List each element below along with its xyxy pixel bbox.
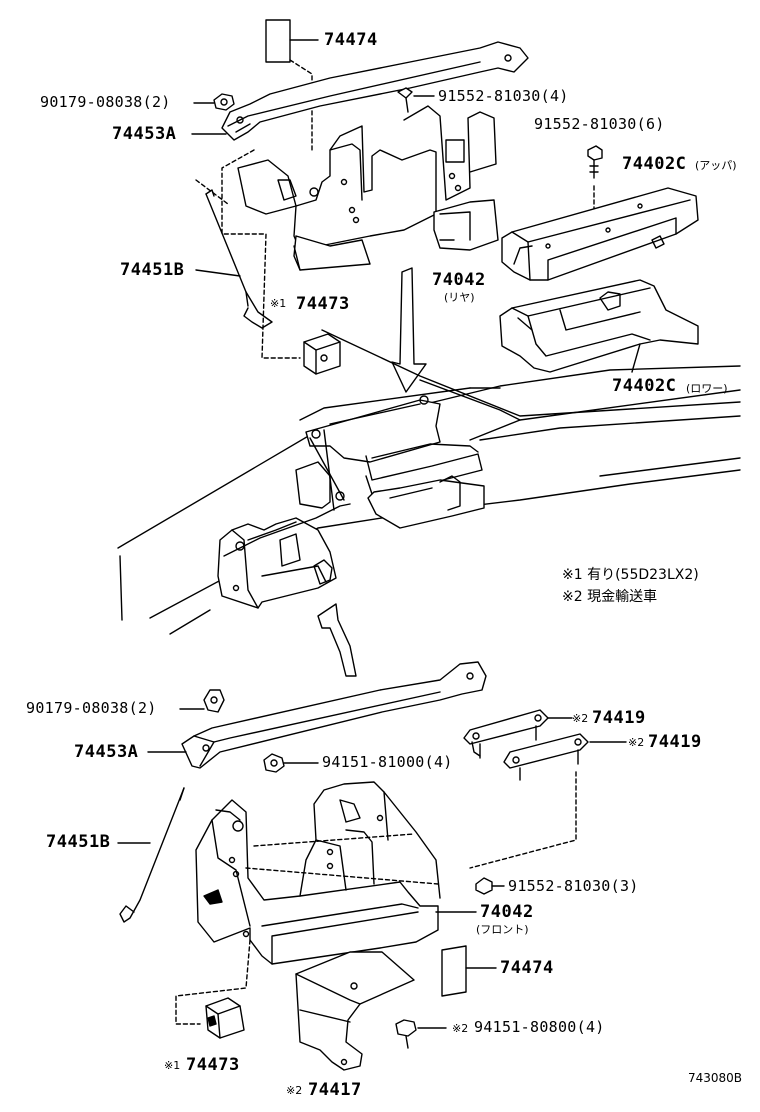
clamp-bar-74453a-bottom — [181, 661, 487, 769]
label-74419-b: 74419 — [648, 732, 702, 752]
label-74402c-upper-sub: (アッパ) — [695, 159, 737, 172]
label-94151-81000: 94151-81000(4) — [322, 753, 453, 771]
nut-90179-top — [213, 93, 235, 111]
plate-74417 — [295, 951, 415, 1071]
cover-74402c-upper — [501, 187, 699, 281]
bracket-74419-a — [463, 709, 573, 759]
nut-90179-bottom — [203, 689, 225, 713]
pad-74474-top — [265, 19, 319, 63]
label-74451b-bottom: 74451B — [46, 832, 111, 852]
label-74402c-lower: 74402C — [612, 376, 677, 396]
label-74453a-top: 74453A — [112, 124, 177, 144]
dashed-guide-tray-bottom-2 — [175, 939, 251, 1025]
arrow-down-top — [391, 267, 427, 393]
label-74453a-bottom: 74453A — [74, 742, 139, 762]
label-74042-front: 74042 — [480, 902, 534, 922]
dashed-guide-tray-top — [221, 149, 301, 359]
nut-94151-81000 — [263, 753, 319, 773]
hold-rod-74451b-top — [195, 189, 273, 329]
note-1: ※1 有り(55D23LX2) — [562, 567, 699, 583]
bolt-94151-80800 — [395, 1019, 447, 1049]
label-74451b-top: 74451B — [120, 260, 185, 280]
label-74042-rear: 74042 — [432, 270, 486, 290]
label-91552-4: 91552-81030(4) — [438, 87, 569, 105]
dashed-guide-tray-top-2 — [195, 179, 229, 205]
label-91552-3: 91552-81030(3) — [508, 877, 639, 895]
label-74417-mark: ※2 — [286, 1084, 303, 1097]
label-74474-bottom: 74474 — [500, 958, 554, 978]
label-74473-top-mark: ※1 — [270, 297, 287, 310]
label-74419-a: 74419 — [592, 708, 646, 728]
label-74419-b-mark: ※2 — [628, 736, 645, 749]
label-74419-a-mark: ※2 — [572, 712, 589, 725]
bolt-91552-top — [397, 87, 435, 113]
label-74473-bottom-mark: ※1 — [164, 1059, 181, 1072]
dashed-guide-tray-bottom — [245, 833, 439, 885]
label-90179-top: 90179-08038(2) — [40, 93, 171, 111]
bolt-91552-front — [475, 877, 505, 895]
diagram-code: 743080B — [688, 1071, 743, 1085]
cover-74402c-lower — [499, 279, 699, 373]
label-94151-80800: 94151-80800(4) — [474, 1018, 605, 1036]
label-91552-6: 91552-81030(6) — [534, 115, 665, 133]
bolt-91552-upper-cover — [587, 145, 603, 213]
label-74042-rear-sub: (リヤ) — [444, 291, 475, 304]
label-74402c-upper: 74402C — [622, 154, 687, 174]
bracket-74419-b — [469, 733, 627, 869]
installed-battery-front — [217, 503, 351, 609]
label-74417: 74417 — [308, 1080, 362, 1100]
tray-74042-front — [195, 781, 477, 965]
installed-battery-rear — [295, 395, 485, 529]
tray-74042-rear — [237, 105, 499, 271]
hold-rod-74451b-bottom — [117, 787, 185, 923]
label-74402c-lower-sub: (ロワー) — [686, 382, 728, 395]
arrow-up-bottom — [317, 603, 357, 677]
label-74042-front-sub: (フロント) — [476, 923, 529, 936]
note-2: ※2 現金輸送車 — [562, 589, 658, 605]
label-74473-bottom: 74473 — [186, 1055, 240, 1075]
vehicle-frame — [117, 329, 741, 635]
label-94151-80800-mark: ※2 — [452, 1022, 469, 1035]
label-90179-bottom: 90179-08038(2) — [26, 699, 157, 717]
dashed-guide-74474-top — [289, 59, 313, 151]
spacer-74473-top — [303, 333, 341, 375]
label-74473-top: 74473 — [296, 294, 350, 314]
pad-74474-bottom — [441, 945, 497, 997]
spacer-74473-bottom — [205, 997, 245, 1039]
clamp-bar-74453a-top — [221, 41, 529, 141]
label-74474-top: 74474 — [324, 30, 378, 50]
